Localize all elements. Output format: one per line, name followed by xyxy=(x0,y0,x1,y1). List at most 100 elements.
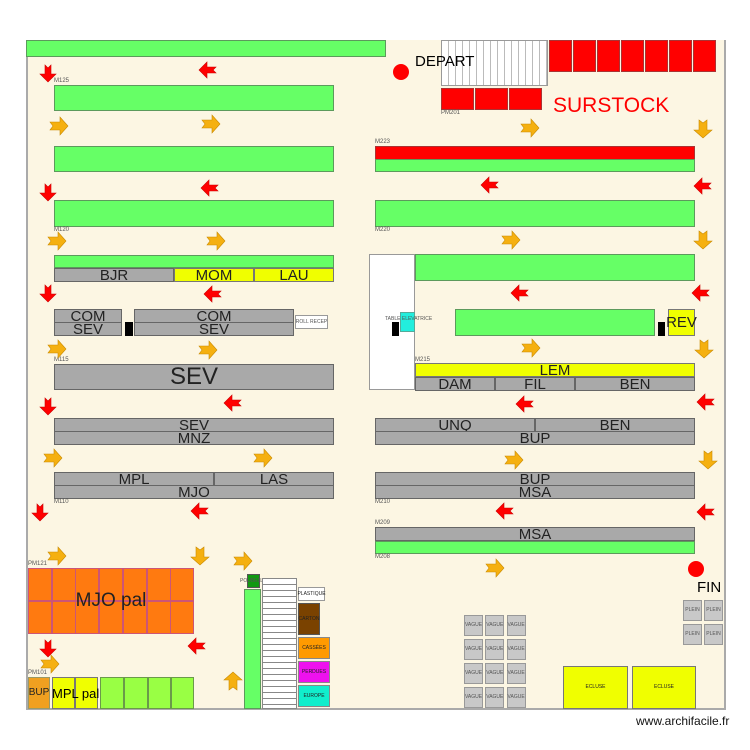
surstock-block xyxy=(669,40,692,72)
bin-plastique: PLASTIQUE xyxy=(297,587,326,601)
location-label: M110 xyxy=(54,499,69,505)
rack-sev: SEV xyxy=(134,322,294,337)
pallet xyxy=(170,568,195,601)
vague-slot: VAGUE xyxy=(485,615,505,636)
depart-dock xyxy=(441,40,548,86)
orange-arrow-down-icon xyxy=(693,230,713,250)
rack-fil: FIL xyxy=(495,377,575,392)
rack-unq: UNQ xyxy=(375,418,535,433)
location-label: M209 xyxy=(375,520,391,526)
surstock-block xyxy=(441,88,474,110)
surstock-block xyxy=(621,40,644,72)
rack xyxy=(54,255,334,268)
orange-arrow-right-icon xyxy=(521,338,541,358)
top-rack xyxy=(26,40,386,57)
rack-las: LAS xyxy=(214,472,334,487)
pallet xyxy=(75,601,100,634)
orange-arrow-down-icon xyxy=(694,339,714,359)
orange-arrow-right-icon xyxy=(253,448,273,468)
red-arrow-left-icon xyxy=(515,394,535,414)
orange-arrow-right-icon xyxy=(198,340,218,360)
rack xyxy=(375,159,695,172)
mjo-pal-label: MJO pal xyxy=(75,590,147,611)
red-arrow-down-icon xyxy=(38,638,58,658)
pallet xyxy=(51,568,76,601)
red-arrow-left-icon xyxy=(696,392,716,412)
poubelle xyxy=(247,574,260,588)
rack-bup: BUP xyxy=(375,431,695,446)
red-arrow-left-icon xyxy=(693,176,713,196)
orange-arrow-down-icon xyxy=(693,119,713,139)
poubelle-label: POUBELLE xyxy=(240,578,267,584)
end-dot-icon xyxy=(688,561,704,577)
pallet xyxy=(124,677,148,709)
red-arrow-down-icon xyxy=(38,396,58,416)
bin-europe: EUROPE xyxy=(298,685,330,707)
orange-arrow-right-icon xyxy=(233,551,253,571)
plein-slot: PLEIN xyxy=(683,624,702,645)
orange-arrow-right-icon xyxy=(485,558,505,578)
location-label: PM201 xyxy=(441,110,461,116)
pallet-bup: BUP xyxy=(28,677,50,709)
rack-mom: MOM xyxy=(174,268,254,283)
pallet xyxy=(51,601,76,634)
orange-arrow-right-icon xyxy=(40,654,60,674)
red-arrow-left-icon xyxy=(223,393,243,413)
location-label: M208 xyxy=(375,554,391,560)
rack-mpl: MPL xyxy=(54,472,214,487)
red-arrow-left-icon xyxy=(187,636,207,656)
pallet xyxy=(28,568,52,601)
surstock-block xyxy=(573,40,596,72)
orange-arrow-up-icon xyxy=(223,671,243,691)
location-label: M215 xyxy=(415,357,431,363)
orange-arrow-right-icon xyxy=(520,118,540,138)
rack xyxy=(455,309,655,336)
location-label: M125 xyxy=(54,78,70,84)
bin-cassees: CASSÉES xyxy=(298,637,330,659)
rack-lem: LEM xyxy=(415,363,695,378)
post xyxy=(125,322,133,336)
rack xyxy=(54,146,334,172)
red-arrow-down-icon xyxy=(38,63,58,83)
post xyxy=(392,322,399,336)
rack-dam: DAM xyxy=(415,377,495,392)
bin-carton: CARTON xyxy=(298,603,320,635)
location-label: M120 xyxy=(54,227,70,233)
start-label: DEPART xyxy=(415,53,475,70)
orange-arrow-right-icon xyxy=(47,339,67,359)
rack xyxy=(54,85,334,111)
pallet xyxy=(122,601,147,634)
rack-ben: BEN xyxy=(535,418,695,433)
red-arrow-down-icon xyxy=(30,502,50,522)
vague-slot: VAGUE xyxy=(506,615,526,636)
pallet xyxy=(99,568,124,601)
orange-arrow-down-icon xyxy=(698,450,718,470)
orange-arrow-right-icon xyxy=(43,448,63,468)
orange-arrow-right-icon xyxy=(501,230,521,250)
red-arrow-left-icon xyxy=(495,501,515,521)
pallet xyxy=(28,601,52,634)
vague-slot: VAGUE xyxy=(485,663,505,684)
rack-msa: MSA xyxy=(375,485,695,500)
orange-arrow-right-icon xyxy=(47,546,67,566)
surstock-block xyxy=(475,88,508,110)
rack xyxy=(375,541,695,554)
pallet xyxy=(146,568,171,601)
vague-slot: VAGUE xyxy=(506,687,526,708)
location-label: PM101 xyxy=(28,670,48,676)
rack-rev: REV xyxy=(666,309,697,336)
plein-slot: PLEIN xyxy=(683,600,702,621)
ecluse: ECLUSE xyxy=(563,666,628,709)
rack xyxy=(375,200,695,227)
pallet xyxy=(170,601,195,634)
rack-mjo: MJO xyxy=(54,485,334,500)
vague-slot: VAGUE xyxy=(485,687,505,708)
red-arrow-left-icon xyxy=(480,175,500,195)
rack-lau: LAU xyxy=(254,268,334,283)
pallet xyxy=(146,601,171,634)
rack-ben: BEN xyxy=(575,377,695,392)
pallet xyxy=(100,677,124,709)
red-arrow-left-icon xyxy=(696,502,716,522)
table-elevatrice xyxy=(400,312,415,332)
vague-slot: VAGUE xyxy=(464,663,483,684)
